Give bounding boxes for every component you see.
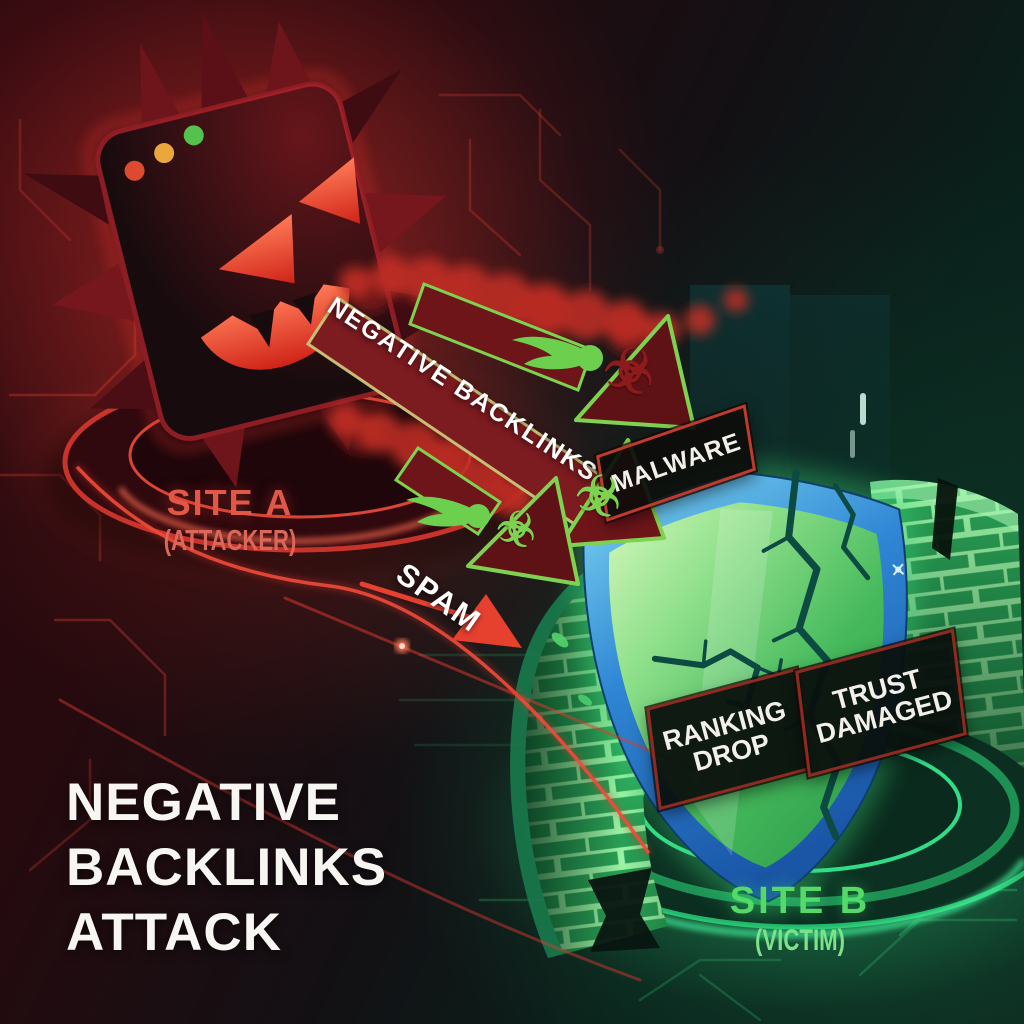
site-b-role: (VICTIM) [754, 924, 846, 957]
site-a-name: SITE A [166, 482, 294, 523]
malware-arrow [408, 282, 696, 430]
site-a-role: (ATTACKER) [163, 525, 297, 557]
title-line: ATTACK [66, 903, 282, 962]
title-line: NEGATIVE [66, 773, 341, 832]
title-line: BACKLINKS [66, 838, 388, 897]
browser-traffic-lights [124, 125, 204, 181]
red-link-lines [58, 463, 722, 982]
site-b-label: SITE B (VICTIM) [690, 880, 910, 958]
shield-glint [892, 563, 905, 576]
right-eye [298, 157, 361, 224]
flame-comet-icon [406, 496, 490, 528]
attack-arrows [305, 282, 696, 648]
site-a-label: SITE A (ATTACKER) [120, 482, 340, 558]
ranking-drop-label: RANKING DROP [660, 694, 796, 782]
poster-title: NEGATIVE BACKLINKS ATTACK [66, 770, 387, 965]
left-eye [218, 214, 295, 284]
spam-arrow [359, 581, 522, 648]
spam-bio-arrow [393, 445, 580, 586]
site-b-name: SITE B [729, 880, 871, 922]
trust-damaged-label: TRUST DAMAGED [806, 658, 956, 749]
flame-comet-icon [512, 336, 603, 371]
circuit-traces-red [0, 93, 664, 872]
